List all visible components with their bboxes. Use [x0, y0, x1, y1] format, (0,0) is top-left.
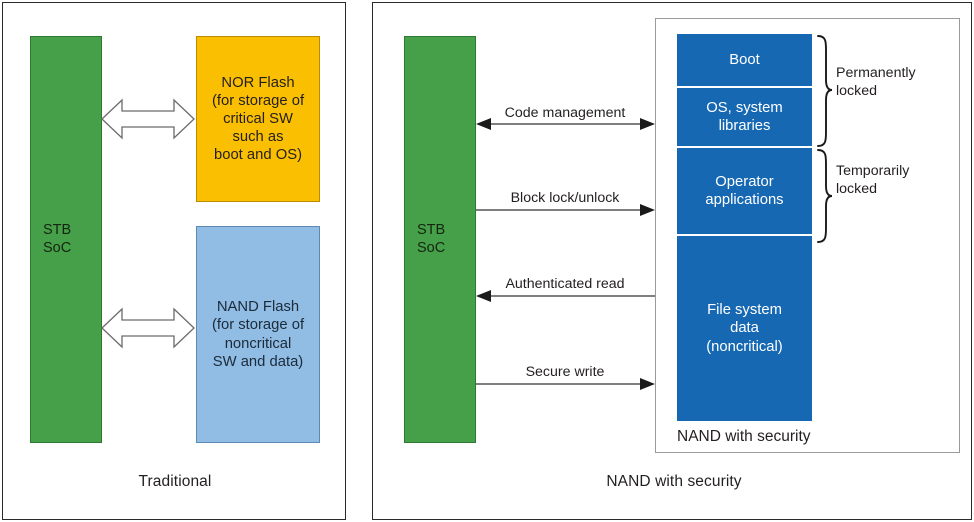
secure-write-label: Secure write: [525, 364, 605, 380]
authenticated-read-label: Authenticated read: [505, 276, 625, 292]
boot-partition: Boot: [677, 34, 812, 86]
caption-nand-with-security: NAND with security: [606, 473, 742, 490]
block-lock-unlock-label: Block lock/unlock: [510, 190, 620, 206]
boot-partition-label: Boot: [729, 51, 760, 68]
caption-traditional: Traditional: [138, 473, 212, 490]
code-management-label: Code management: [504, 105, 626, 121]
nand-container-label: NAND with security: [677, 428, 811, 445]
